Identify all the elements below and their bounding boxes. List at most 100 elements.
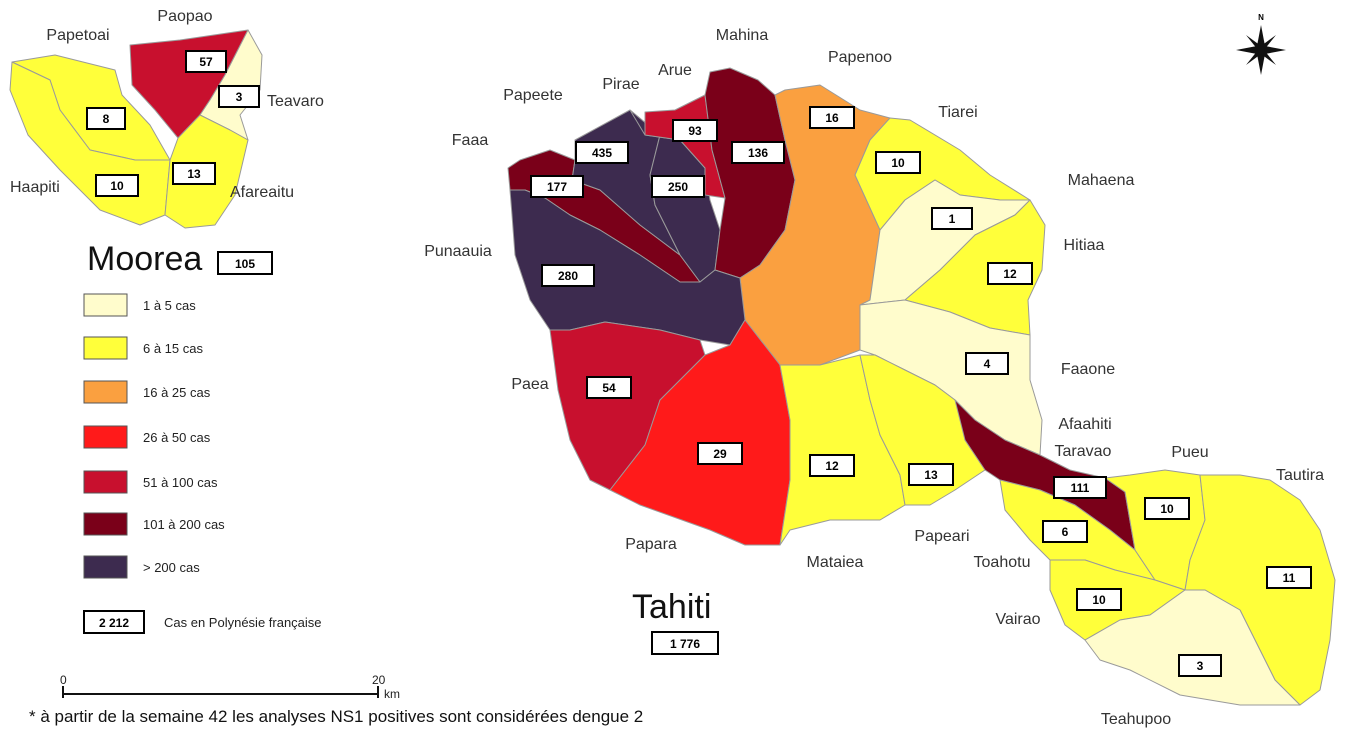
- svg-text:435: 435: [592, 146, 612, 160]
- tahiti-map: [507, 67, 1136, 551]
- label-papenoo: Papenoo: [828, 49, 892, 66]
- label-haapiti: Haapiti: [10, 179, 60, 196]
- svg-text:10: 10: [110, 179, 124, 193]
- svg-text:111: 111: [1071, 481, 1090, 495]
- svg-text:54: 54: [602, 381, 616, 395]
- svg-text:16: 16: [825, 111, 839, 125]
- label-paea: Paea: [511, 376, 548, 393]
- count-teavaro: 3: [218, 85, 260, 108]
- svg-text:1: 1: [949, 212, 956, 226]
- svg-text:3: 3: [1197, 659, 1204, 673]
- legend-swatch: [83, 425, 128, 449]
- total-tahiti: 1 776: [651, 631, 719, 655]
- count-faaone: 4: [965, 352, 1009, 375]
- svg-text:12: 12: [1003, 267, 1017, 281]
- svg-text:8: 8: [103, 112, 110, 126]
- label-pueu: Pueu: [1171, 444, 1208, 461]
- legend-item: 51 à 100 cas: [83, 470, 218, 494]
- count-mahaena: 1: [931, 207, 973, 230]
- svg-text:10: 10: [1092, 593, 1106, 607]
- count-papetoai: 8: [86, 107, 126, 130]
- count-pueu: 10: [1144, 497, 1190, 520]
- count-badges: 8 57 3 10 13 435 93 136 16 10 177 250 1 …: [86, 50, 1312, 677]
- count-tiarei: 10: [875, 151, 921, 174]
- svg-text:3: 3: [236, 90, 243, 104]
- count-hitiaa: 12: [987, 262, 1033, 285]
- count-papeete: 435: [575, 141, 629, 164]
- label-papeete: Papeete: [503, 87, 563, 104]
- count-taravao: 111: [1053, 476, 1107, 499]
- label-tiarei: Tiarei: [938, 104, 977, 121]
- svg-text:13: 13: [187, 167, 201, 181]
- svg-text:> 200 cas: > 200 cas: [143, 560, 200, 575]
- scale-unit: km: [384, 687, 400, 701]
- legend-swatch: [83, 293, 128, 317]
- compass-rose-icon: N: [1236, 13, 1286, 75]
- label-faaone: Faaone: [1061, 361, 1115, 378]
- svg-text:4: 4: [984, 357, 991, 371]
- svg-text:29: 29: [713, 447, 727, 461]
- svg-text:Cas en Polynésie française: Cas en Polynésie française: [164, 615, 322, 630]
- legend-item: 26 à 50 cas: [83, 425, 211, 449]
- svg-text:6 à 15 cas: 6 à 15 cas: [143, 341, 203, 356]
- count-papara: 29: [697, 442, 743, 465]
- label-tautira: Tautira: [1276, 467, 1324, 484]
- count-arue: 93: [672, 119, 718, 142]
- label-paopao: Paopao: [157, 8, 212, 25]
- label-teahupoo: Teahupoo: [1101, 711, 1171, 728]
- svg-text:177: 177: [547, 180, 567, 194]
- legend-item: 16 à 25 cas: [83, 380, 211, 404]
- svg-text:26 à 50 cas: 26 à 50 cas: [143, 430, 211, 445]
- label-papeari: Papeari: [914, 528, 969, 545]
- count-teahupoo: 3: [1178, 654, 1222, 677]
- label-papetoai: Papetoai: [46, 27, 109, 44]
- label-taravao: Taravao: [1055, 443, 1112, 460]
- compass-north: N: [1258, 13, 1264, 22]
- legend-swatch: [83, 555, 128, 579]
- count-paea: 54: [586, 376, 632, 399]
- svg-text:280: 280: [558, 269, 578, 283]
- label-papara: Papara: [625, 536, 677, 553]
- svg-text:136: 136: [748, 146, 768, 160]
- svg-text:250: 250: [668, 180, 688, 194]
- legend-swatch: [83, 380, 128, 404]
- count-haapiti: 10: [95, 174, 139, 197]
- legend-item: 1 à 5 cas: [83, 293, 196, 317]
- label-mahaena: Mahaena: [1068, 172, 1135, 189]
- count-punaauia: 280: [541, 264, 595, 287]
- legend-item: > 200 cas: [83, 555, 200, 579]
- svg-text:105: 105: [235, 257, 255, 271]
- count-papenoo: 16: [809, 106, 855, 129]
- svg-text:10: 10: [1160, 502, 1174, 516]
- label-pirae: Pirae: [602, 76, 639, 93]
- count-mahina: 136: [731, 141, 785, 164]
- svg-text:16 à 25 cas: 16 à 25 cas: [143, 385, 211, 400]
- svg-text:10: 10: [891, 156, 905, 170]
- label-mahina: Mahina: [716, 27, 769, 44]
- svg-text:11: 11: [1283, 571, 1296, 585]
- label-arue: Arue: [658, 62, 692, 79]
- count-faaa: 177: [530, 175, 584, 198]
- legend-item: 6 à 15 cas: [83, 336, 203, 360]
- svg-text:1 à 5 cas: 1 à 5 cas: [143, 298, 196, 313]
- svg-text:93: 93: [688, 124, 702, 138]
- label-punaauia: Punaauia: [424, 243, 492, 260]
- tahiti-iti-map: [999, 469, 1336, 706]
- svg-text:57: 57: [199, 55, 213, 69]
- label-teavaro: Teavaro: [267, 93, 324, 110]
- count-papeari: 13: [908, 463, 954, 486]
- svg-text:51 à 100 cas: 51 à 100 cas: [143, 475, 218, 490]
- svg-text:6: 6: [1062, 525, 1069, 539]
- count-toahotu: 6: [1042, 520, 1088, 543]
- scale-start: 0: [60, 673, 67, 687]
- count-vairao: 10: [1076, 588, 1122, 611]
- label-toahotu: Toahotu: [974, 554, 1031, 571]
- label-faaa: Faaa: [452, 132, 489, 149]
- label-mataiea: Mataiea: [807, 554, 864, 571]
- legend: 1 à 5 cas 6 à 15 cas 16 à 25 cas 26 à 50…: [83, 293, 322, 634]
- scale-bar: 0 20 km: [60, 673, 400, 701]
- svg-text:12: 12: [825, 459, 839, 473]
- legend-item: 101 à 200 cas: [83, 512, 225, 536]
